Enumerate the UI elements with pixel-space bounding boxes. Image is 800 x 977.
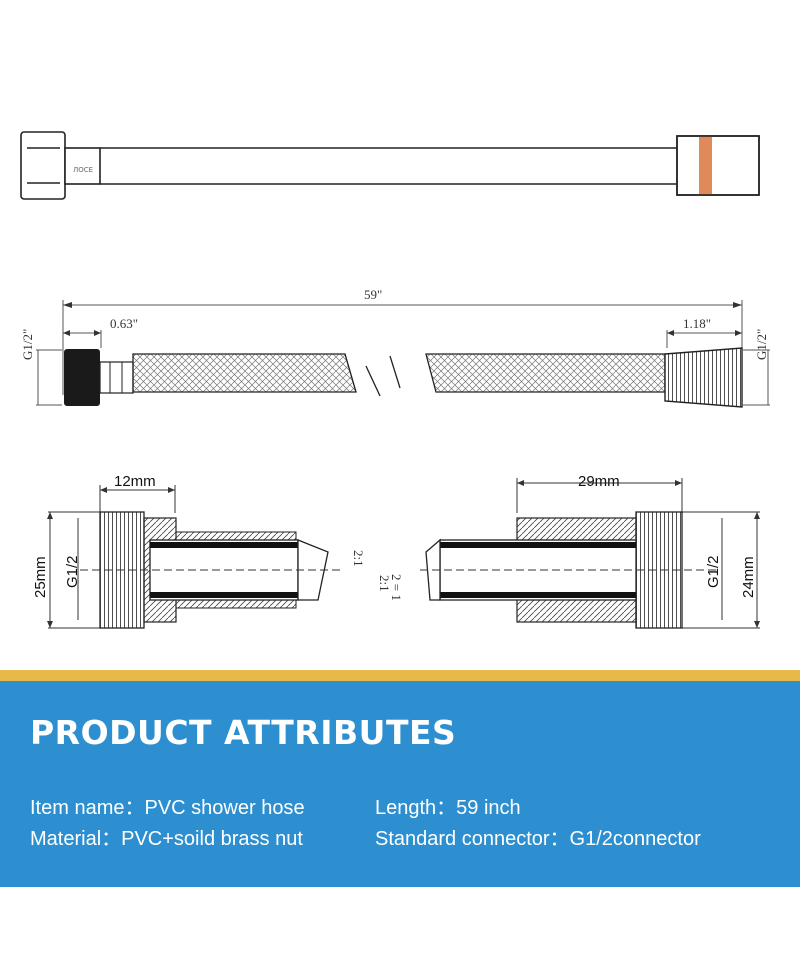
right-section-detail: 29mm 24mm G1/2 [420,473,760,629]
left-thread-label: G1/2 [64,555,81,588]
left-ratio-label: 2:1 [351,550,366,567]
braided-hose-left [132,353,357,393]
braided-hose-right [425,353,666,393]
right-width-label: 29mm [578,473,620,490]
hex-nut [20,131,66,200]
nut-sleeve [64,147,101,185]
left-nut [64,349,100,406]
dim-overall-length: 59" [364,287,382,302]
scale-symbol: 2 = 1 [389,574,404,601]
connector-attribute: Standard connector：G1/2connector [375,828,701,850]
dim-nut-width: 0.63" [110,316,138,331]
hose-outline-view: ЛОСЕ [20,131,760,200]
length-attribute: Length：59 inch [375,797,521,819]
material-attribute: Material：PVC+soild brass nut [30,828,303,850]
dim-thread-left: G1/2" [20,329,35,360]
item-name-attribute: Item name：PVC shower hose [30,797,305,819]
right-thread-label: G1/2 [705,555,722,588]
left-width-label: 12mm [114,473,156,490]
cone-end [676,135,760,196]
panel-title: PRODUCT ATTRIBUTES [30,713,457,752]
right-height-label: 24mm [740,556,757,598]
orange-band [699,136,712,195]
dim-cone-width: 1.18" [683,316,711,331]
divider-strip [0,670,800,681]
left-section-detail: 12mm 25mm G1/2 2:1 [32,473,366,629]
right-cone [664,347,743,408]
hose-technical-drawing: ЛОСЕ 59" [20,131,770,629]
product-attributes-panel: PRODUCT ATTRIBUTES Item name：PVC shower … [0,681,800,887]
left-height-label: 25mm [32,556,49,598]
dim-thread-right: G1/2" [754,329,769,360]
dimension-view: 59" 0.63" 1.18" G1/2" G1/2" [20,287,770,408]
right-ratio-label: 2:1 [377,575,392,592]
svg-text:ЛОСЕ: ЛОСЕ [73,166,93,174]
